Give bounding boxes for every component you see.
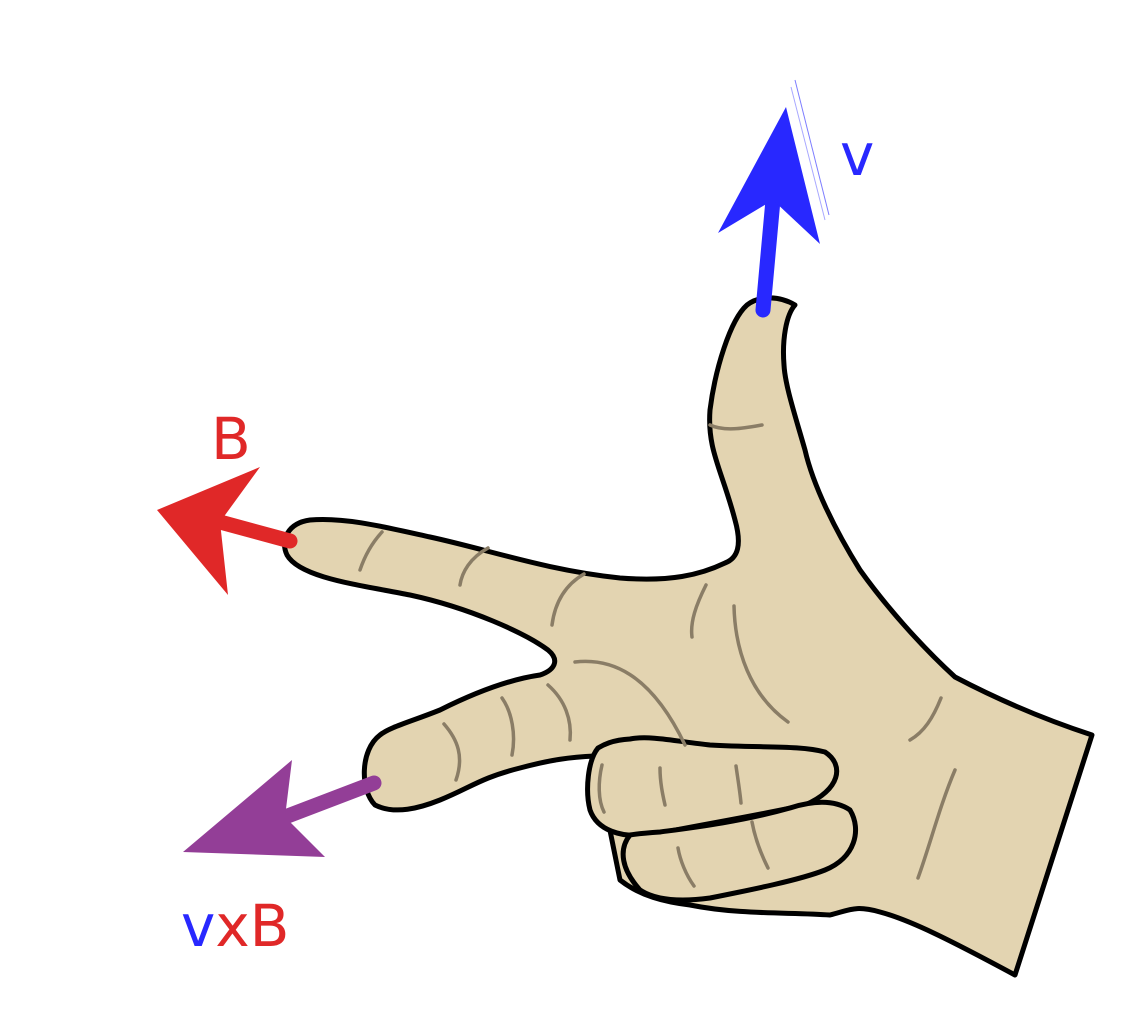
velocity-label: v (840, 121, 874, 189)
hand-icon (282, 295, 1095, 978)
hand-creases (358, 423, 957, 888)
field-arrow-icon (157, 467, 298, 595)
hand-palm-outline (282, 295, 1095, 978)
force-label-v: v (181, 892, 215, 960)
force-label-B: B (250, 892, 290, 960)
ring-finger-outline (620, 799, 859, 903)
force-arrow-icon (183, 760, 382, 857)
velocity-arrow-icon (718, 79, 830, 318)
force-label: vxB (181, 892, 289, 960)
field-label: B (211, 405, 251, 473)
force-label-x: x (215, 892, 249, 960)
